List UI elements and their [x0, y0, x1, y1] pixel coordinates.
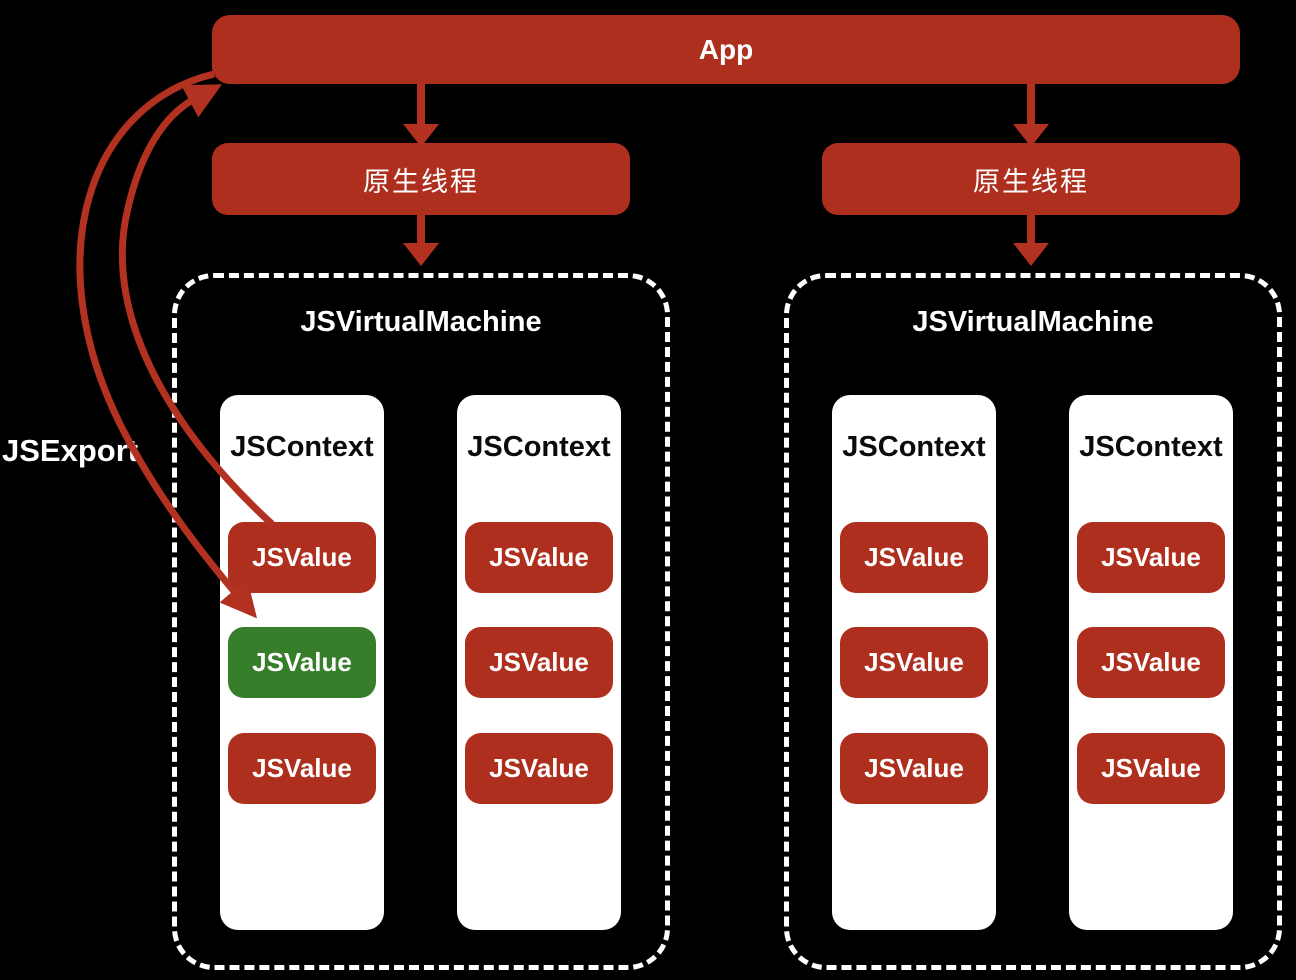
arrow-thread-to-vm-left [403, 215, 439, 266]
jsvalue-box: JSValue [228, 522, 376, 593]
jsvirtualmachine-title: JSVirtualMachine [300, 306, 542, 338]
jsvirtualmachine-title: JSVirtualMachine [912, 306, 1154, 338]
jscontext-box: JSContext JSValue JSValue JSValue [457, 395, 621, 930]
jsvirtualmachine-box-right: JSVirtualMachine JSContext JSValue JSVal… [784, 273, 1282, 970]
jsvalue-box: JSValue [228, 733, 376, 804]
jscontext-box: JSContext JSValue JSValue JSValue [220, 395, 384, 930]
jscontext-title: JSContext [467, 431, 611, 463]
native-thread-box-left: 原生线程 [212, 143, 630, 215]
jscontext-title: JSContext [842, 431, 986, 463]
jsexport-label: JSExport [2, 433, 139, 468]
jsvalue-box: JSValue [840, 733, 988, 804]
jsvalue-box: JSValue [1077, 627, 1225, 698]
jsvalue-box: JSValue [465, 627, 613, 698]
jscontext-box: JSContext JSValue JSValue JSValue [832, 395, 996, 930]
jsvalue-box: JSValue [1077, 733, 1225, 804]
app-label: App [698, 33, 754, 65]
jsvalue-box: JSValue [465, 733, 613, 804]
jscontext-title: JSContext [230, 431, 374, 463]
jsvalue-box: JSValue [840, 627, 988, 698]
jscontext-title: JSContext [1079, 431, 1223, 463]
app-box: App [212, 15, 1240, 84]
arrow-app-to-thread-right [1013, 84, 1049, 147]
native-thread-label: 原生线程 [973, 166, 1089, 197]
jsvalue-box: JSValue [1077, 522, 1225, 593]
jsvalue-box: JSValue [465, 522, 613, 593]
arrow-thread-to-vm-right [1013, 215, 1049, 266]
jscontext-box: JSContext JSValue JSValue JSValue [1069, 395, 1233, 930]
native-thread-label: 原生线程 [363, 166, 479, 197]
jsvalue-box-green: JSValue [228, 627, 376, 698]
native-thread-box-right: 原生线程 [822, 143, 1240, 215]
arrow-app-to-thread-left [403, 84, 439, 147]
jsvirtualmachine-box-left: JSVirtualMachine JSContext JSValue JSVal… [172, 273, 670, 970]
jsvalue-box: JSValue [840, 522, 988, 593]
